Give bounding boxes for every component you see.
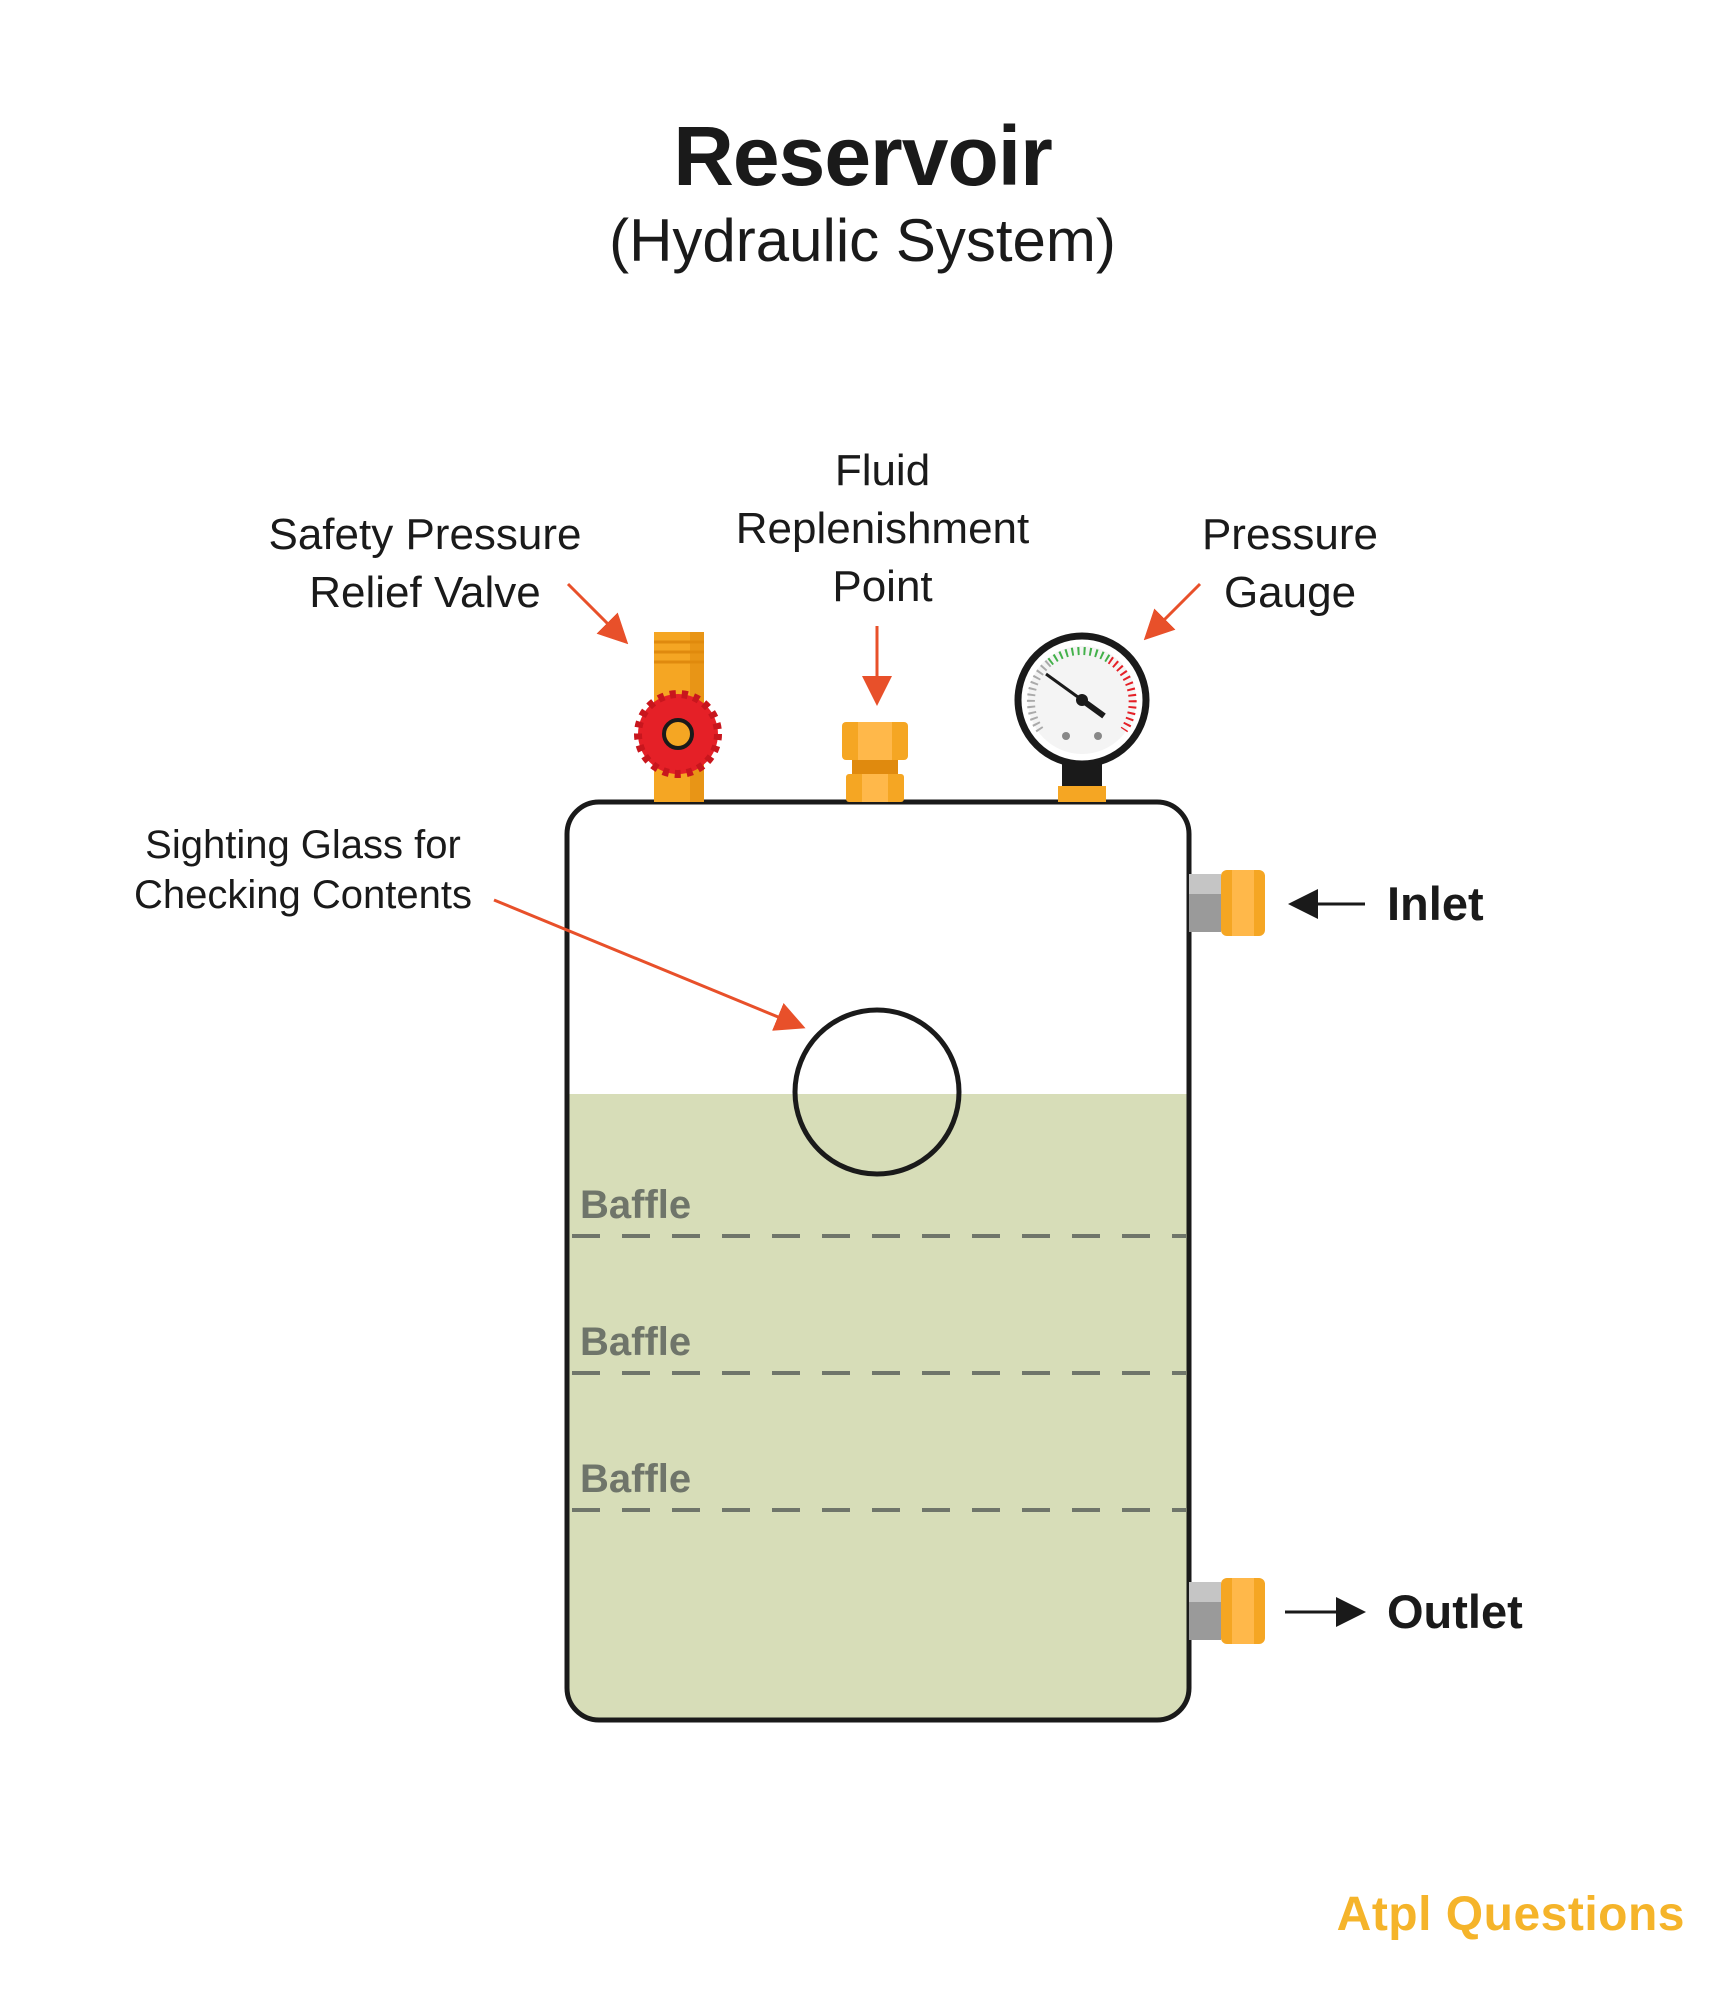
outlet-fitting bbox=[1189, 1578, 1265, 1644]
inlet-label: Inlet bbox=[1387, 877, 1484, 930]
fluid-point-label-line1: Fluid bbox=[834, 446, 931, 495]
pressure-gauge-label: Pressure Gauge bbox=[1160, 506, 1420, 622]
sighting-glass bbox=[792, 1007, 962, 1177]
baffle-1: Baffle bbox=[572, 1183, 1186, 1238]
fluid-point-label: Fluid Replenishment Point bbox=[705, 442, 1060, 616]
sighting-glass-arrow bbox=[493, 898, 806, 1031]
safety-valve-label-line2: Relief Valve bbox=[309, 568, 541, 617]
safety-valve-label-line1: Safety Pressure bbox=[268, 510, 582, 559]
baffle-2: Baffle bbox=[572, 1320, 1186, 1375]
pressure-gauge bbox=[1014, 632, 1150, 802]
sighting-glass-label: Sighting Glass for Checking Contents bbox=[118, 820, 488, 920]
diagram-subtitle: (Hydraulic System) bbox=[609, 207, 1116, 274]
relief-valve bbox=[634, 632, 722, 802]
relief-valve-arrow bbox=[566, 582, 629, 645]
sighting-glass-label-line1: Sighting Glass for bbox=[145, 823, 461, 867]
inlet-fitting bbox=[1189, 870, 1265, 936]
baffle-label-1: Baffle bbox=[580, 1183, 691, 1227]
fluid-point-label-line2: Replenishment bbox=[735, 504, 1030, 553]
baffle-label-3: Baffle bbox=[580, 1457, 691, 1501]
diagram-title: Reservoir bbox=[673, 109, 1053, 203]
safety-valve-label: Safety Pressure Relief Valve bbox=[235, 506, 615, 622]
outlet-label: Outlet bbox=[1387, 1585, 1523, 1638]
baffle-label-2: Baffle bbox=[580, 1320, 691, 1364]
brand-logo: Atpl Questions bbox=[1336, 1888, 1685, 1941]
pressure-gauge-label-line2: Gauge bbox=[1223, 568, 1357, 617]
gauge-arrow bbox=[1143, 582, 1202, 641]
hydraulic-fluid bbox=[567, 1094, 1189, 1720]
sighting-glass-label-line2: Checking Contents bbox=[134, 873, 472, 917]
fluid-point-label-line3: Point bbox=[832, 562, 933, 611]
replenishment-cap bbox=[842, 722, 908, 802]
baffle-3: Baffle bbox=[572, 1457, 1186, 1512]
valve-knob bbox=[634, 690, 722, 778]
pressure-gauge-label-line1: Pressure bbox=[1201, 510, 1379, 559]
reservoir-tank bbox=[564, 799, 1192, 1723]
